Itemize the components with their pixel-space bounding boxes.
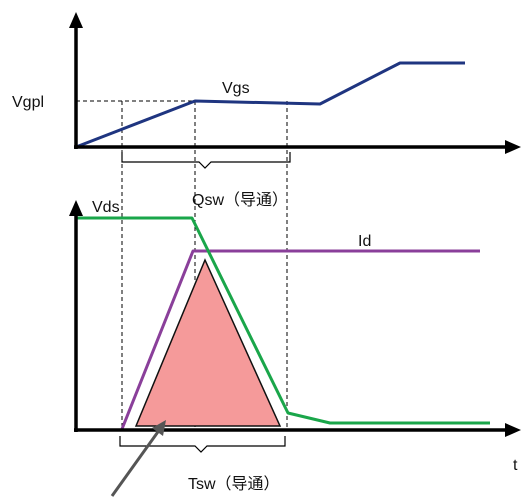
tsw-brace (119, 436, 286, 453)
bottom-x-arrow (505, 423, 521, 437)
top-x-arrow (505, 140, 521, 154)
vgpl-label: Vgpl (12, 94, 44, 111)
tsw-label: Tsw（导通） (188, 475, 280, 493)
vds-curve (76, 216, 490, 425)
qsw-label: Qsw（导通） (192, 191, 288, 209)
qsw-brace (121, 152, 291, 169)
t-axis-label: t (513, 457, 518, 474)
bottom-y-arrow (69, 200, 83, 216)
vds-label: Vds (92, 199, 120, 216)
top-y-arrow (69, 12, 83, 28)
switching-loss-triangle (134, 258, 282, 427)
id-curve (120, 249, 480, 430)
id-label: Id (358, 233, 371, 250)
vgs-label: Vgs (222, 80, 250, 97)
vgs-curve (75, 61, 465, 149)
pointer-arrow-head (152, 420, 166, 436)
pointer-arrow-line (110, 428, 162, 497)
